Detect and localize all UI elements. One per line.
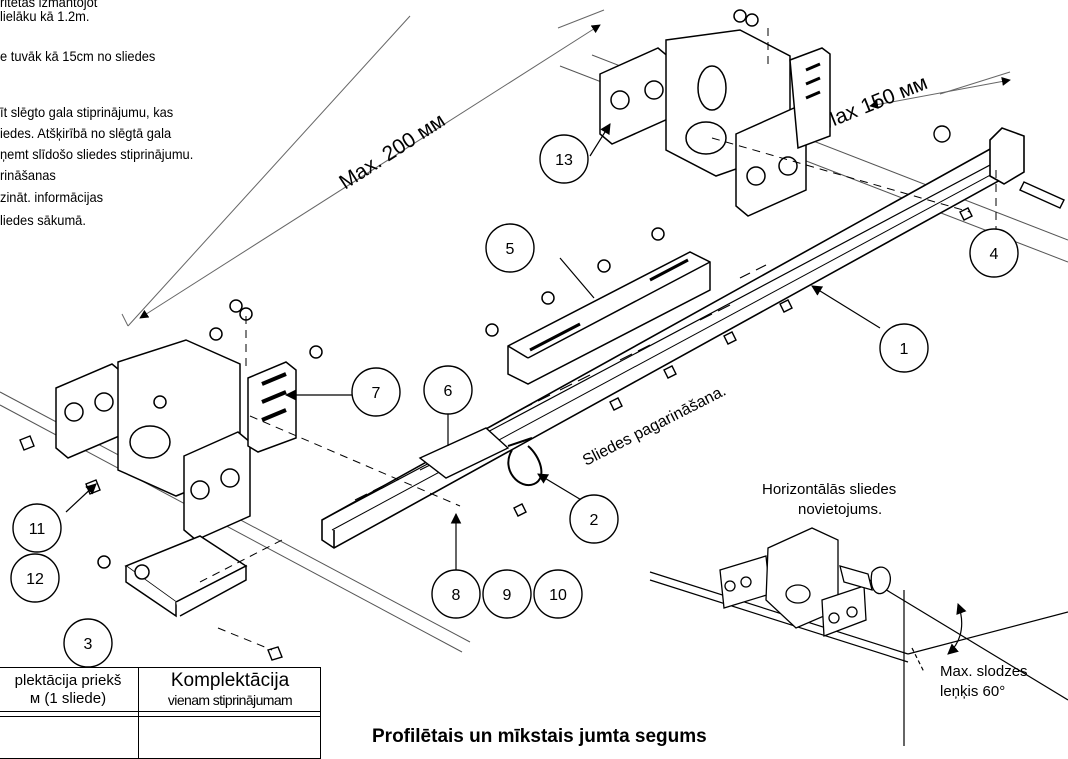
callout-number: 7 — [372, 385, 381, 402]
callout-number: 10 — [549, 587, 567, 604]
table-header-col2-line2: vienam stiprinājumam — [167, 692, 293, 708]
part-3-bracket — [97, 535, 248, 618]
table-header-col2-line1: Komplektācija — [170, 670, 290, 691]
callout-numbers: 13 5 4 1 7 6 2 11 12 3 8 9 10 — [26, 152, 998, 653]
max-load-angle-line2: leņķis 60° — [940, 683, 1005, 700]
callout-8 — [431, 569, 481, 619]
part-6-plate — [418, 427, 510, 479]
callout-6 — [423, 365, 473, 415]
inset-title-line2: novietojums. — [798, 501, 882, 518]
callout-number: 6 — [444, 383, 453, 400]
kit-table: plektācija priekš м (1 sliede) Komplektā… — [0, 667, 321, 759]
part-7-anchor — [55, 299, 323, 541]
callout-number: 8 — [452, 587, 461, 604]
callout-number: 1 — [900, 341, 909, 358]
note-line: zināt. informācijas — [0, 189, 104, 205]
callout-2 — [569, 494, 619, 544]
callout-number: 2 — [590, 512, 599, 529]
max-load-angle-line1: Max. slodzes — [940, 663, 1028, 680]
callout-circles — [10, 134, 1019, 668]
note-line: ņemt slīdošo sliedes stiprinājumu. — [0, 146, 194, 162]
callout-7 — [351, 367, 401, 417]
note-line: rināšanas — [0, 167, 56, 183]
callout-1 — [879, 323, 929, 373]
table-header-col1-line1: plektācija priekš — [14, 672, 122, 689]
callout-5 — [485, 223, 535, 273]
callout-number: 13 — [555, 152, 573, 169]
note-line: ritētas izmantojot — [0, 0, 98, 10]
callout-13 — [539, 134, 589, 184]
part-5-bracket — [485, 227, 711, 385]
callout-10 — [533, 569, 583, 619]
callout-4 — [969, 228, 1019, 278]
note-line: īt slēgto gala stiprinājumu, kas — [0, 104, 174, 120]
note-line: lielāku kā 1.2m. — [0, 8, 90, 24]
callout-12 — [10, 553, 60, 603]
callout-11 — [12, 503, 62, 553]
note-line: liedes sākumā. — [0, 212, 86, 228]
callout-number: 11 — [29, 521, 46, 538]
callout-number: 5 — [506, 241, 515, 258]
callout-number: 4 — [990, 246, 999, 263]
inset-title-line1: Horizontālās sliedes — [762, 481, 896, 498]
max-200-label: Max. 200 мм — [335, 109, 449, 194]
part-13-anchor — [599, 9, 831, 217]
callout-number: 12 — [26, 571, 44, 588]
max-150-label: Max 150 мм — [815, 71, 930, 136]
horizontal-placement-inset: Horizontālās sliedes novietojums. Max. s… — [649, 481, 1068, 746]
callout-number: 3 — [84, 636, 93, 653]
roof-title: Profilētais un mīkstais jumta segums — [372, 726, 707, 746]
callout-number: 9 — [503, 587, 512, 604]
dimension-lines — [121, 9, 1011, 327]
dashed-leaders — [199, 28, 997, 651]
part-2-shackle — [507, 437, 543, 487]
table-header-col1-line2: м (1 sliede) — [29, 690, 107, 707]
note-line: iedes. Atšķirībā no slēgtā gala — [0, 125, 172, 141]
part-4-end-bolt — [933, 125, 1065, 209]
note-line: e tuvāk kā 15cm no sliedes — [0, 48, 156, 64]
callout-9 — [482, 569, 532, 619]
